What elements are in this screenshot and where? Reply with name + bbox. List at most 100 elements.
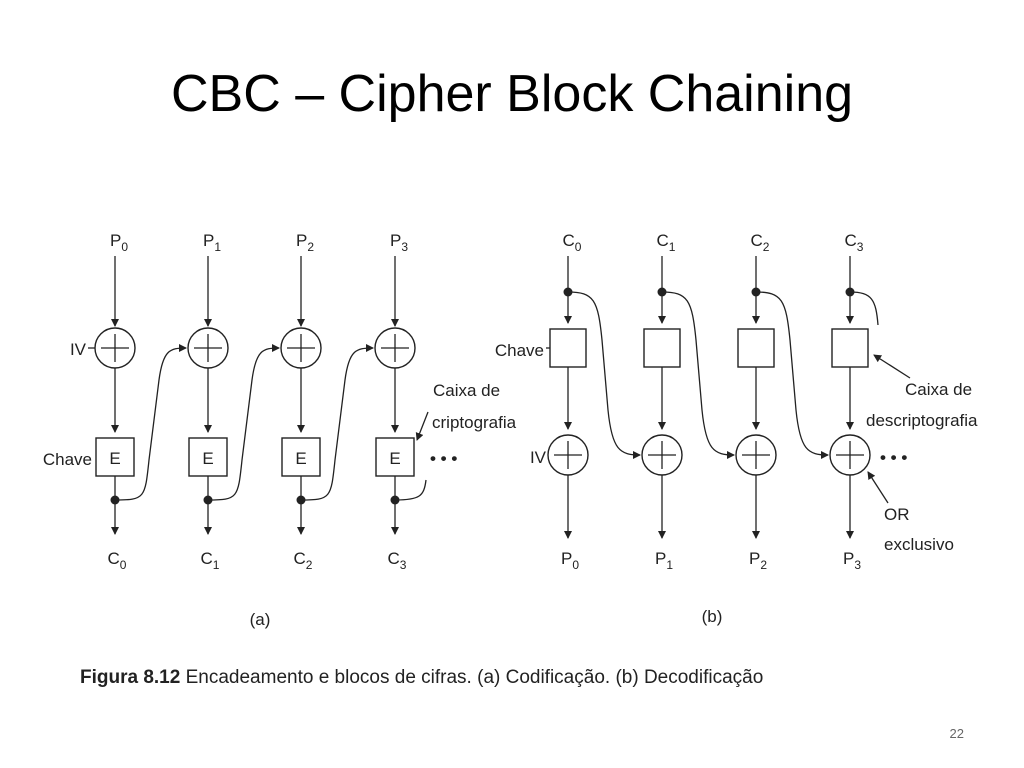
enc-ciphertext-3-subscript: 3	[400, 558, 407, 572]
dec-plaintext-3-base: P	[843, 549, 854, 568]
enc-callout-arrow	[415, 411, 429, 441]
enc-plaintext-2-base: P	[296, 231, 307, 250]
dec-plaintext-2: P2	[749, 549, 767, 572]
enc-callout-line2: criptografia	[432, 413, 517, 432]
enc-ciphertext-1: C1	[201, 549, 220, 572]
dec-plaintext-2-base: P	[749, 549, 760, 568]
dec-ciphertext-3: C3	[845, 231, 864, 254]
enc-ciphertext-0-base: C	[108, 549, 120, 568]
enc-ciphertext-0-subscript: 0	[120, 558, 127, 572]
enc-ciphertext-2-base: C	[294, 549, 306, 568]
enc-xor-3	[374, 327, 416, 369]
dec-chain-0	[567, 291, 641, 459]
dec-box-1	[643, 328, 681, 368]
slide-title: CBC – Cipher Block Chaining	[170, 65, 854, 123]
dec-box-2	[737, 328, 775, 368]
enc-plaintext-2-subscript: 2	[307, 240, 314, 254]
enc-plaintext-1: P1	[203, 231, 221, 254]
enc-xor-1	[187, 327, 229, 369]
enc-chain-2	[300, 344, 374, 501]
dec-xor-0	[547, 434, 589, 476]
enc-plaintext-0-base: P	[110, 231, 121, 250]
dec-ciphertext-1-base: C	[657, 231, 669, 250]
dec-callout-xor-line1: OR	[884, 505, 910, 524]
dec-iv-label: IV	[530, 448, 547, 467]
enc-chain-0	[114, 344, 187, 501]
figure-caption: Figura 8.12 Encadeamento e blocos de cif…	[80, 667, 763, 688]
enc-chain-stub	[394, 479, 427, 501]
enc-plaintext-3-base: P	[390, 231, 401, 250]
enc-box-label-2: E	[295, 449, 306, 468]
dec-plaintext-3-subscript: 3	[854, 558, 861, 572]
dec-ciphertext-2: C2	[751, 231, 770, 254]
dec-plaintext-3: P3	[843, 549, 861, 572]
dec-plaintext-2-subscript: 2	[760, 558, 767, 572]
enc-box-label-1: E	[202, 449, 213, 468]
enc-xor-2	[280, 327, 322, 369]
caption-text: Encadeamento e blocos de cifras. (a) Cod…	[180, 667, 763, 688]
enc-plaintext-2: P2	[296, 231, 314, 254]
enc-plaintext-1-base: P	[203, 231, 214, 250]
dec-box-0	[549, 328, 587, 368]
dec-ellipsis: • • •	[880, 448, 907, 467]
enc-chain-1	[207, 344, 280, 501]
dec-plaintext-1-subscript: 1	[666, 558, 673, 572]
enc-plaintext-0-subscript: 0	[121, 240, 128, 254]
enc-box-label-3: E	[389, 449, 400, 468]
dec-chain-1	[661, 291, 735, 459]
enc-box-1	[188, 437, 228, 477]
dec-xor-2	[735, 434, 777, 476]
dec-callout-xor-line2: exclusivo	[884, 535, 954, 554]
dec-xor-3	[829, 434, 871, 476]
dec-callout-box-arrow	[873, 354, 911, 379]
enc-ciphertext-3-base: C	[388, 549, 400, 568]
caption-label: Figura 8.12	[80, 667, 180, 688]
enc-key-label: Chave	[43, 450, 92, 469]
dec-plaintext-0-base: P	[561, 549, 572, 568]
dec-panel-label: (b)	[702, 607, 723, 626]
dec-plaintext-0-subscript: 0	[572, 558, 579, 572]
dec-ciphertext-3-base: C	[845, 231, 857, 250]
enc-ciphertext-1-base: C	[201, 549, 213, 568]
dec-callout-box-line2: descriptografia	[866, 411, 978, 430]
enc-box-label-0: E	[109, 449, 120, 468]
dec-chain-2	[755, 291, 829, 459]
dec-callout-box-line1: Caixa de	[905, 380, 972, 399]
enc-panel-label: (a)	[250, 610, 271, 629]
dec-callout-xor-arrow	[867, 471, 889, 504]
dec-ciphertext-2-base: C	[751, 231, 763, 250]
dec-plaintext-0: P0	[561, 549, 579, 572]
enc-ciphertext-0: C0	[108, 549, 127, 572]
dec-ciphertext-3-subscript: 3	[857, 240, 864, 254]
enc-plaintext-3: P3	[390, 231, 408, 254]
dec-key-label: Chave	[495, 341, 544, 360]
enc-plaintext-1-subscript: 1	[214, 240, 221, 254]
dec-ciphertext-1-subscript: 1	[669, 240, 676, 254]
dec-box-3	[831, 328, 869, 368]
enc-ciphertext-1-subscript: 1	[213, 558, 220, 572]
dec-ciphertext-2-subscript: 2	[763, 240, 770, 254]
enc-ellipsis: • • •	[430, 449, 457, 468]
slide-number: 22	[949, 726, 964, 741]
enc-box-2	[281, 437, 321, 477]
enc-plaintext-3-subscript: 3	[401, 240, 408, 254]
dec-ciphertext-0: C0	[563, 231, 582, 254]
dec-plaintext-1: P1	[655, 549, 673, 572]
dec-ciphertext-0-subscript: 0	[575, 240, 582, 254]
dec-xor-1	[641, 434, 683, 476]
enc-xor-0	[94, 327, 136, 369]
dec-ciphertext-0-base: C	[563, 231, 575, 250]
enc-ciphertext-3: C3	[388, 549, 407, 572]
enc-box-0	[95, 437, 135, 477]
enc-plaintext-0: P0	[110, 231, 128, 254]
enc-callout-line1: Caixa de	[433, 381, 500, 400]
enc-iv-label: IV	[70, 340, 87, 359]
dec-plaintext-1-base: P	[655, 549, 666, 568]
enc-ciphertext-2: C2	[294, 549, 313, 572]
dec-ciphertext-1: C1	[657, 231, 676, 254]
dec-chain-stub	[849, 291, 879, 326]
enc-ciphertext-2-subscript: 2	[306, 558, 313, 572]
